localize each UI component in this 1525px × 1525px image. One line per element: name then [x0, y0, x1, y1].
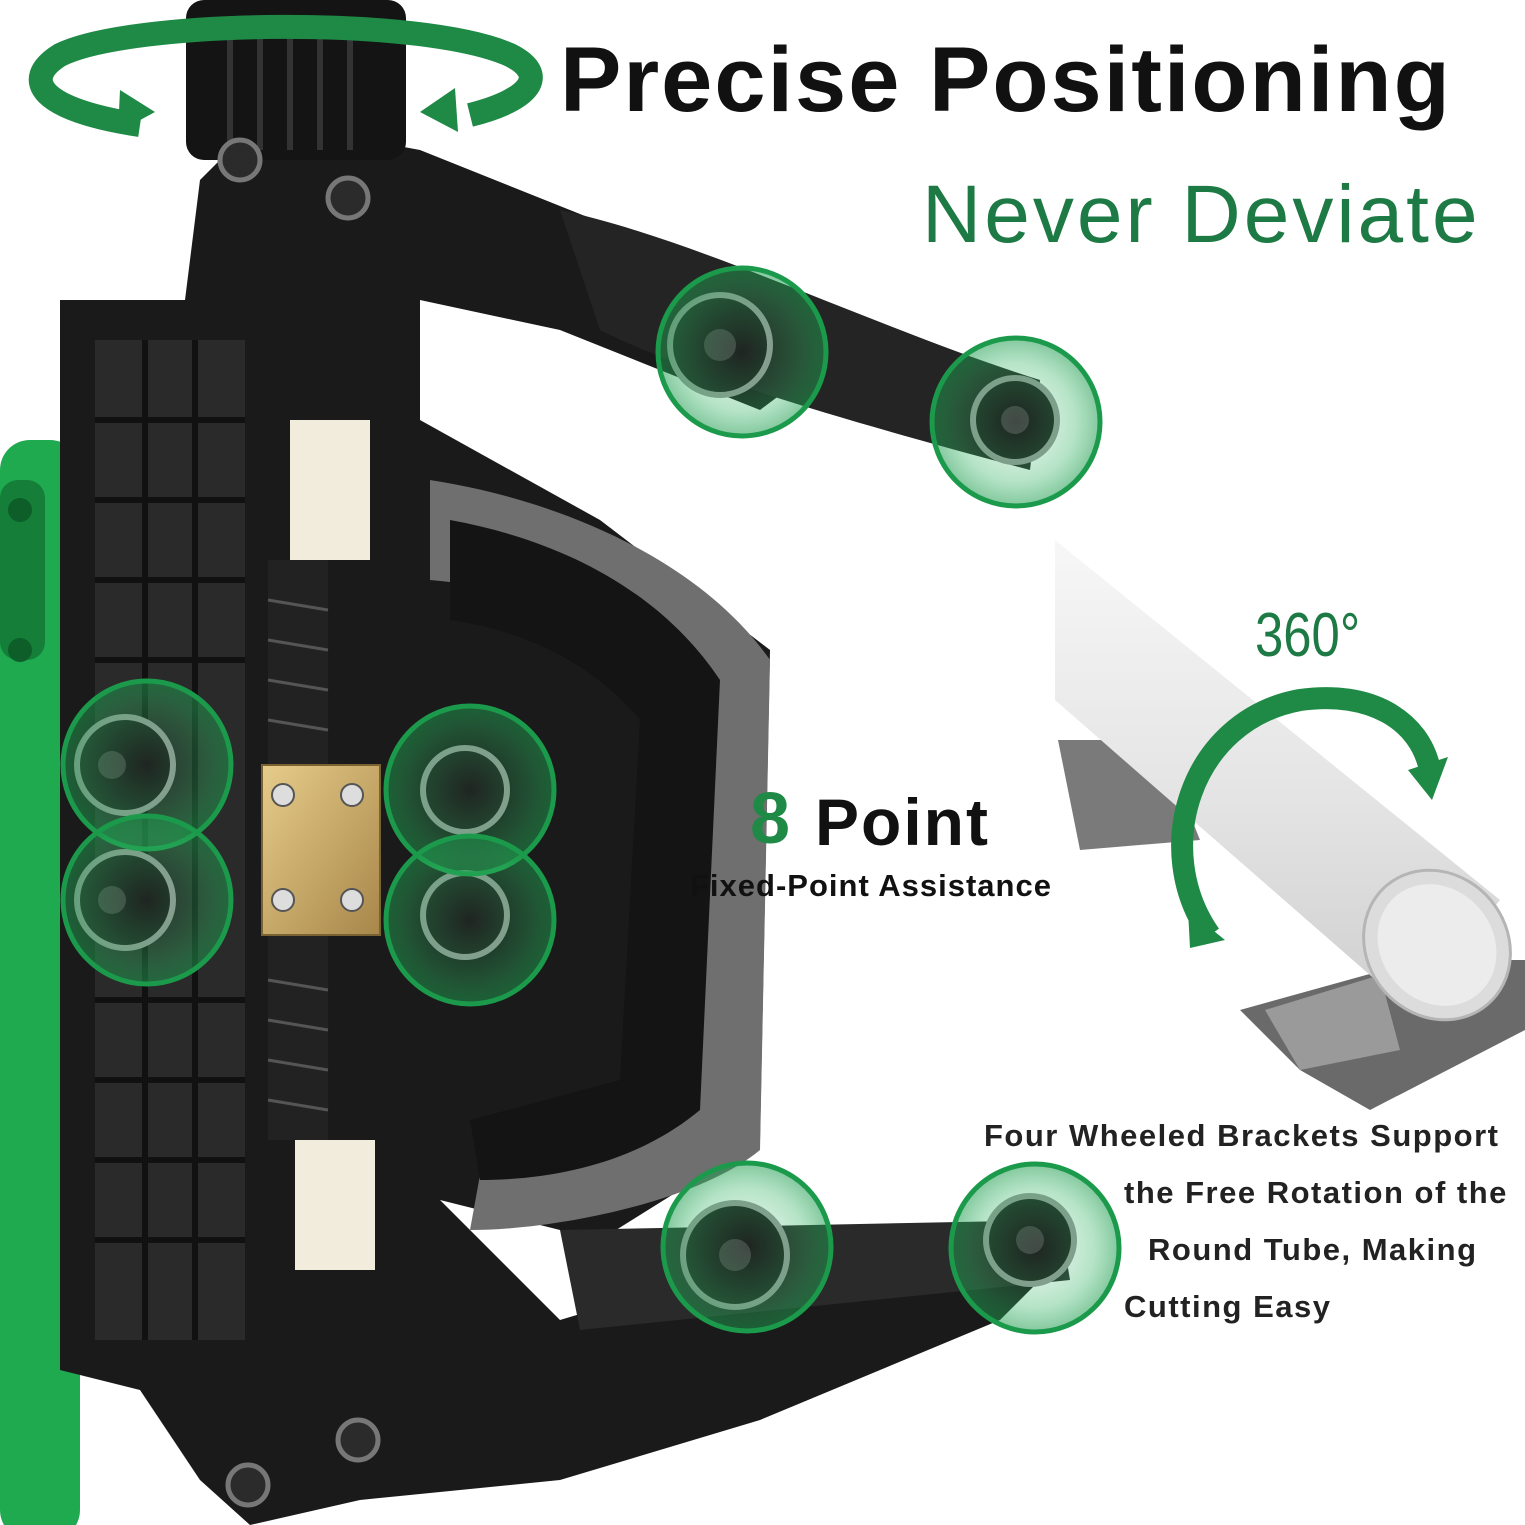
- headline-subtitle: Never Deviate: [922, 169, 1481, 260]
- points-number: 8: [750, 779, 791, 859]
- rotation-label: 360°: [1255, 601, 1361, 670]
- headline-title: Precise Positioning: [560, 29, 1452, 131]
- points-caption: Fixed-Point Assistance: [690, 868, 1052, 903]
- cutter-body: [60, 0, 1070, 1525]
- rotate-360-arrow-icon: [1171, 687, 1448, 948]
- points-word: Point: [815, 785, 990, 859]
- description-line-3: Round Tube, Making: [1148, 1232, 1478, 1267]
- description-line-4: Cutting Easy: [1124, 1289, 1332, 1324]
- description-line-2: the Free Rotation of the: [1124, 1175, 1508, 1210]
- highlight-ring-icon: [60, 265, 1122, 1335]
- description-line-1: Four Wheeled Brackets Support: [984, 1118, 1500, 1153]
- green-housing: [0, 440, 80, 1525]
- rotate-arrow-icon: [28, 14, 543, 137]
- tube-inset: [1055, 505, 1525, 1115]
